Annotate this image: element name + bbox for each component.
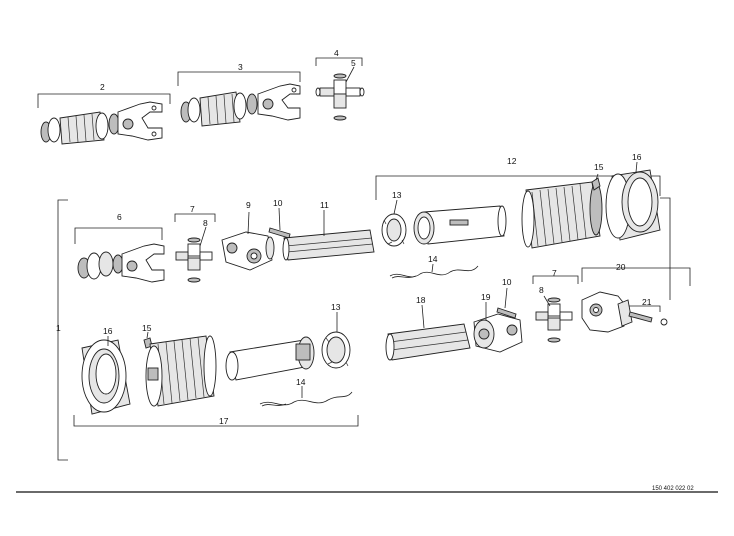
callout-10-upper: 10 (273, 198, 283, 208)
bracket-2 (37, 93, 171, 108)
guard-cone-16-lower (81, 339, 131, 415)
bracket-3 (177, 71, 301, 86)
callout-2: 2 (100, 82, 105, 92)
bracket-4 (315, 57, 363, 66)
callout-5: 5 (351, 58, 356, 68)
callout-17: 17 (219, 416, 229, 426)
callout-4: 4 (334, 48, 339, 58)
pin-10-lower (496, 307, 517, 319)
bracket-20 (581, 267, 691, 286)
callout-3: 3 (238, 62, 243, 72)
protection-cone-bellows-upper (521, 181, 603, 249)
callout-20: 20 (616, 262, 626, 272)
bracket-17 (73, 415, 359, 427)
callout-9: 9 (246, 200, 251, 210)
locking-pin-21 (628, 311, 668, 326)
callout-13-upper: 13 (392, 190, 402, 200)
callout-21: 21 (642, 297, 652, 307)
cross-journal-7-right (535, 297, 573, 343)
yoke-assembly-20 (581, 291, 633, 333)
inner-yoke-9 (221, 231, 275, 271)
callout-12: 12 (507, 156, 517, 166)
callout-11: 11 (320, 200, 329, 210)
callout-13-lower: 13 (331, 302, 341, 312)
cross-journal-4 (315, 73, 365, 121)
guard-cone-16-upper (605, 169, 661, 241)
bracket-12 (375, 175, 661, 200)
cross-journal-7-left (175, 237, 213, 283)
yoke-assembly-3 (180, 83, 301, 127)
inner-profile-tube-11 (282, 229, 375, 261)
callout-14-lower: 14 (296, 377, 306, 387)
bearing-ring-13-upper (381, 213, 407, 247)
callout-8-right: 8 (539, 285, 544, 295)
callout-1: 1 (56, 323, 61, 333)
callout-15-upper: 15 (594, 162, 604, 172)
callout-15-lower: 15 (142, 323, 152, 333)
leader-lines (107, 66, 638, 398)
bracket-7-left (174, 213, 216, 222)
inner-yoke-19 (473, 313, 523, 353)
protection-cone-bellows-lower (145, 335, 217, 407)
inner-profile-tube-18 (385, 323, 471, 361)
bracket-7-right (532, 275, 579, 284)
callout-10-lower: 10 (502, 277, 512, 287)
callout-16-lower: 16 (103, 326, 113, 336)
outer-guard-tube-17 (225, 336, 315, 381)
callout-6: 6 (117, 212, 122, 222)
callout-8-left: 8 (203, 218, 208, 228)
yoke-assembly-6 (77, 243, 165, 283)
bracket-1 (57, 197, 671, 461)
bracket-6 (74, 227, 163, 244)
callout-16-upper: 16 (632, 152, 642, 162)
yoke-assembly-2 (40, 101, 163, 145)
outer-guard-tube-12 (413, 205, 507, 245)
callout-18: 18 (416, 295, 426, 305)
callout-7-left: 7 (190, 204, 195, 214)
drawing-number: 150 402 022 02 (652, 486, 694, 492)
callout-19: 19 (481, 292, 491, 302)
pin-10-upper (268, 227, 291, 239)
callout-14-upper: 14 (428, 254, 438, 264)
safety-chain-14-lower (259, 391, 353, 407)
callout-labels: 2 3 4 5 12 15 16 6 7 8 9 10 11 13 14 20 … (56, 48, 652, 426)
safety-chain-14-upper (389, 265, 479, 279)
callout-7-right: 7 (552, 268, 557, 278)
bearing-ring-13-lower (321, 331, 351, 369)
